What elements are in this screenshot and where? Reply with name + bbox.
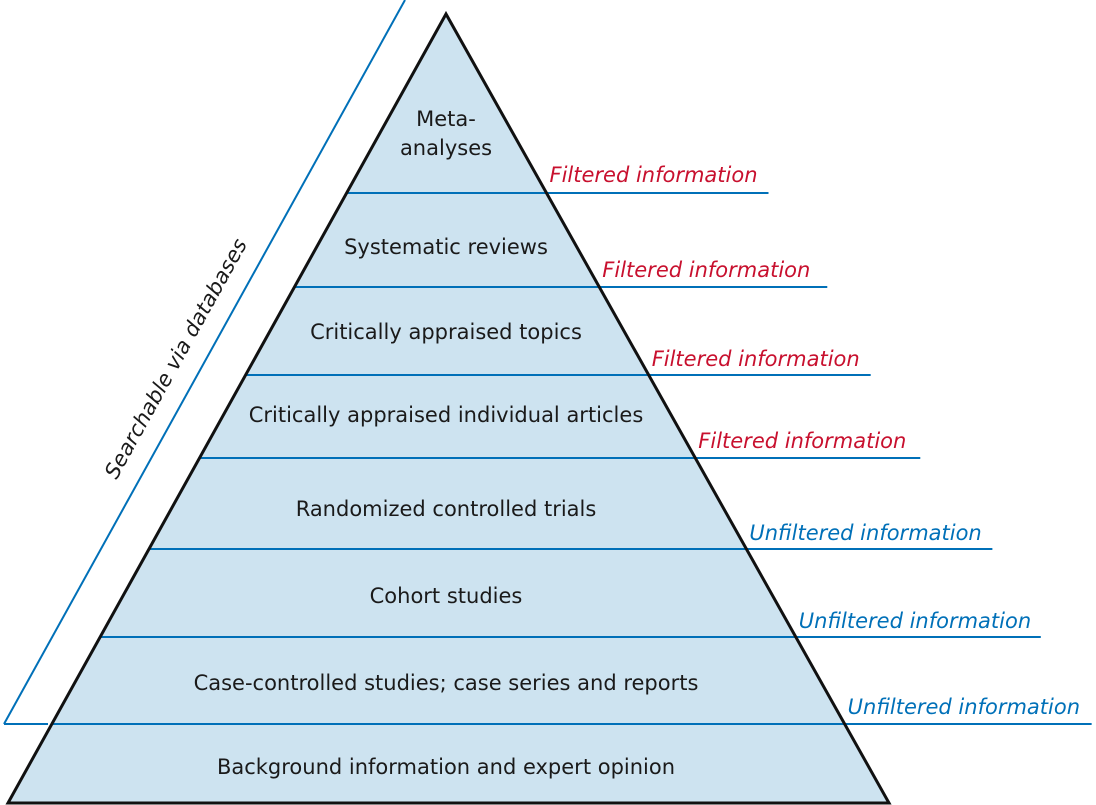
level-label: Background information and expert opinio… bbox=[217, 755, 675, 779]
level-label: Systematic reviews bbox=[344, 235, 548, 259]
level-label: analyses bbox=[400, 136, 492, 160]
level-label: Critically appraised topics bbox=[310, 320, 582, 344]
unfiltered-info-label: Unfiltered information bbox=[799, 609, 1031, 633]
level-dividers bbox=[51, 192, 1092, 725]
unfiltered-info-label: Unfiltered information bbox=[749, 521, 981, 545]
pyramid-body bbox=[8, 14, 889, 803]
filtered-info-label: Filtered information bbox=[550, 163, 758, 187]
filtered-info-label: Filtered information bbox=[652, 347, 860, 371]
filtered-info-label: Filtered information bbox=[698, 429, 906, 453]
level-label: Case-controlled studies; case series and… bbox=[194, 671, 699, 695]
level-label: Meta- bbox=[416, 107, 476, 131]
level-label: Critically appraised individual articles bbox=[249, 403, 644, 427]
bracket-line bbox=[3, 0, 406, 725]
unfiltered-info-label: Unfiltered information bbox=[848, 695, 1080, 719]
filtered-info-label: Filtered information bbox=[602, 258, 810, 282]
pyramid-outline bbox=[5, 10, 892, 805]
level-label: Cohort studies bbox=[370, 584, 523, 608]
level-label: Randomized controlled trials bbox=[296, 497, 597, 521]
